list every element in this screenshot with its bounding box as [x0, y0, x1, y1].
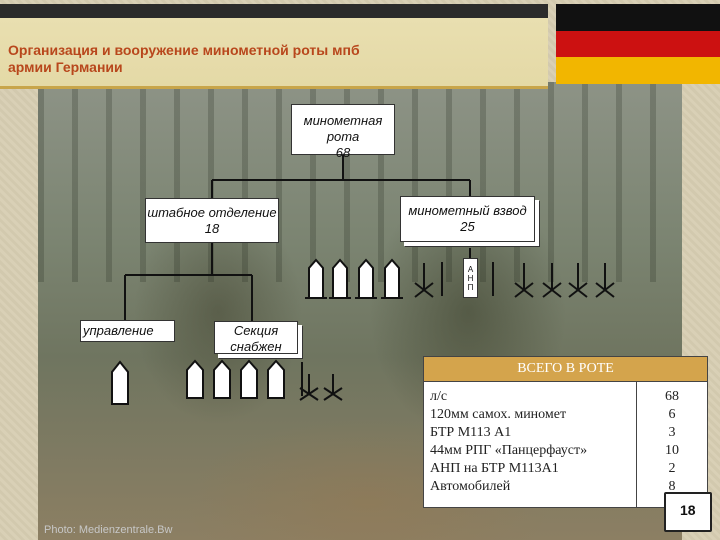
- control-vehicle-icon: [112, 362, 128, 404]
- supply-vehicle-icons: [187, 361, 284, 398]
- summary-row-name: АНП на БТР М113А1: [430, 460, 587, 478]
- platoon-count: 25: [401, 219, 534, 235]
- summary-values: 68 6 3 10 2 8: [637, 388, 707, 496]
- control-box: управление: [80, 320, 175, 342]
- control-label: управление: [83, 323, 154, 338]
- photo-credit: Photo: Medienzentrale.Bw: [44, 524, 172, 536]
- supply-rpg-icons: [300, 362, 342, 400]
- mortar-platoon-box: минометный взвод 25: [400, 196, 535, 242]
- summary-names: л/с 120мм самох. миномет БТР М113 А1 44м…: [430, 388, 587, 496]
- summary-row-name: 44мм РПГ «Панцерфауст»: [430, 442, 587, 460]
- rpg-icon: [543, 263, 561, 297]
- summary-row-name: л/с: [430, 388, 587, 406]
- anp-letter-a: А: [464, 265, 477, 274]
- rpg-icon: [515, 263, 533, 297]
- supply-section-box: Секция снабжен: [214, 321, 298, 354]
- company-box: минометная рота 68: [291, 104, 395, 155]
- hq-label: штабное отделение: [146, 205, 278, 221]
- summary-row-value: 10: [637, 442, 707, 460]
- summary-row-value: 3: [637, 424, 707, 442]
- company-label: минометная рота: [292, 113, 394, 145]
- summary-row-value: 2: [637, 460, 707, 478]
- anp-letter-p: П: [464, 283, 477, 292]
- summary-row-name: БТР М113 А1: [430, 424, 587, 442]
- summary-heading: ВСЕГО В РОТЕ: [424, 357, 707, 382]
- mortar-vehicle-icons: [305, 260, 403, 298]
- rpg-icon: [324, 374, 342, 400]
- summary-table: ВСЕГО В РОТЕ л/с 120мм самох. миномет БТ…: [423, 356, 708, 508]
- summary-row-value: 68: [637, 388, 707, 406]
- truck-icon: [214, 361, 230, 398]
- page-number-box: 18: [664, 492, 712, 532]
- rpg-icon: [415, 263, 433, 297]
- rpg-icon: [569, 263, 587, 297]
- supply-label: Секция снабжен: [222, 323, 290, 355]
- truck-icon: [241, 361, 257, 398]
- mortar-vehicle-icon: [333, 260, 347, 298]
- mortar-vehicle-icon: [359, 260, 373, 298]
- hq-section-box: штабное отделение 18: [145, 198, 279, 243]
- rpg-icon: [596, 263, 614, 297]
- anp-vehicle-box: А Н П: [463, 258, 478, 298]
- page-number: 18: [680, 502, 696, 518]
- rpg-icons: [415, 262, 614, 297]
- mortar-vehicle-icon: [385, 260, 399, 298]
- summary-row-name: 120мм самох. миномет: [430, 406, 587, 424]
- mortar-vehicle-icon: [309, 260, 323, 298]
- hq-count: 18: [146, 221, 278, 237]
- anp-letter-n: Н: [464, 274, 477, 283]
- company-count: 68: [292, 145, 394, 161]
- truck-icon: [187, 361, 203, 398]
- summary-row-name: Автомобилей: [430, 478, 587, 496]
- summary-row-value: 6: [637, 406, 707, 424]
- platoon-label: минометный взвод: [401, 203, 534, 219]
- truck-icon: [268, 361, 284, 398]
- summary-body: л/с 120мм самох. миномет БТР М113 А1 44м…: [424, 382, 707, 507]
